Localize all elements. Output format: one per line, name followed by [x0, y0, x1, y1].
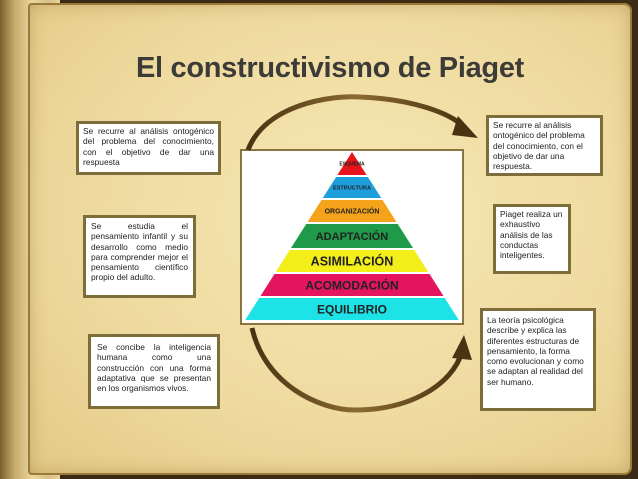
- right-box-3: La teoría psicológica describe y explica…: [480, 308, 596, 411]
- pyramid-layer-1: [337, 152, 367, 175]
- arrowhead-icon: [452, 116, 478, 138]
- pyramid-layer-4: [291, 224, 413, 248]
- pyramid-layer-5: [275, 250, 429, 272]
- right-box-2: Piaget realiza un exhaustivo análisis de…: [493, 204, 571, 274]
- slide-title: El constructivismo de Piaget: [135, 52, 525, 84]
- pyramid-label-3: ORGANIZACIÓN: [325, 207, 380, 216]
- left-box-2: Se estudia el pensamiento infantil y su …: [83, 215, 196, 298]
- pyramid-layer-6: [260, 274, 444, 296]
- pyramid-label-1: ESQUEMA: [339, 161, 365, 167]
- pyramid-label-7: EQUILIBRIO: [317, 302, 387, 316]
- right-box-1: Se recurre al análisis ontogénico del pr…: [486, 115, 603, 176]
- pyramid-label-5: ASIMILACIÓN: [311, 254, 394, 269]
- pyramid-layer-3: [307, 200, 397, 222]
- cycle-arrow-bottom: [249, 327, 472, 413]
- pyramid-layer-7: [245, 298, 459, 320]
- arrowhead-icon: [452, 335, 472, 360]
- left-box-1: Se recurre al análisis ontogénico del pr…: [76, 121, 221, 175]
- pyramid-layer-2: [322, 177, 382, 198]
- pyramid: ESQUEMA ESTRUCTURA ORGANIZACIÓN ADAPTACIÓN A…: [245, 152, 459, 320]
- pyramid-label-4: ADAPTACIÓN: [316, 230, 389, 243]
- pyramid-label-2: ESTRUCTURA: [333, 185, 371, 191]
- pyramid-label-6: ACOMODACIÓN: [305, 277, 398, 292]
- left-box-3: Se concibe la inteligencia humana como u…: [88, 334, 220, 409]
- cycle-arrow-top: [245, 94, 478, 151]
